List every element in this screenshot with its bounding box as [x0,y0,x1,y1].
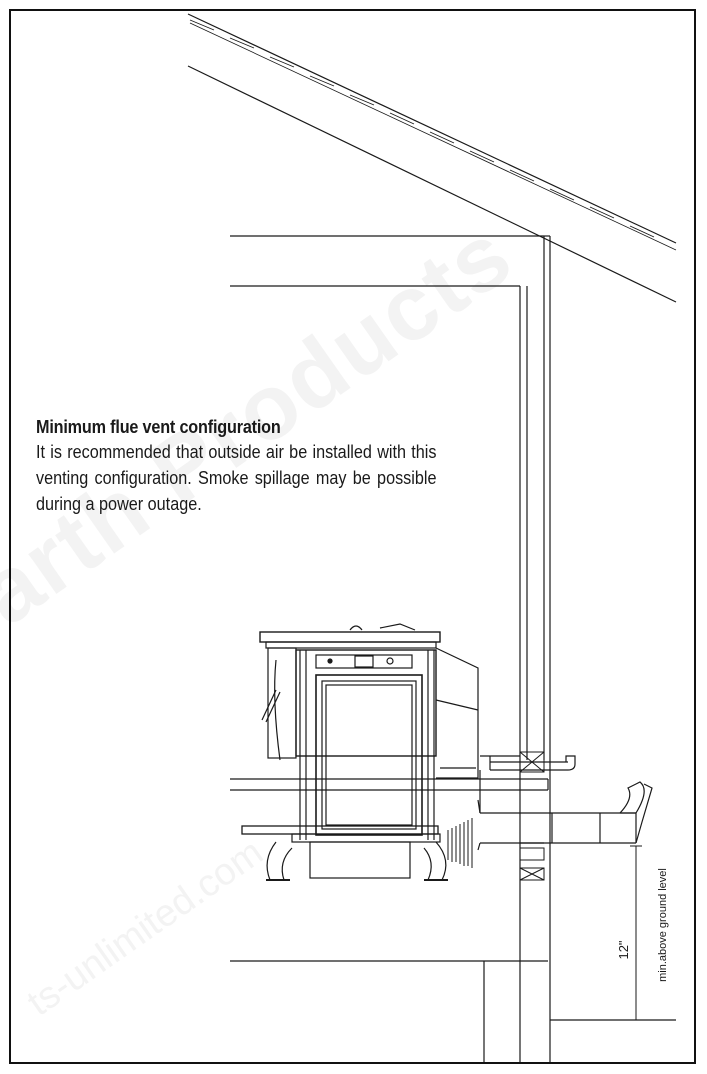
vent-pipe [480,781,653,844]
dimension-note: min.above ground level [657,868,669,982]
roof-shingles [189,19,677,251]
ceiling [230,235,545,287]
dimension-12in [630,845,642,1021]
floor [230,778,549,1064]
caption-block: Minimum flue vent configuration It is re… [36,415,437,517]
exterior-wall [519,235,551,1064]
page-frame [9,9,696,1064]
pellet-stove [241,623,481,881]
dimension-value: 12" [616,940,631,959]
caption-title: Minimum flue vent configuration [36,417,281,437]
caption-body: It is recommended that outside air be in… [36,442,437,514]
roof [187,13,677,303]
air-intake [479,751,576,881]
